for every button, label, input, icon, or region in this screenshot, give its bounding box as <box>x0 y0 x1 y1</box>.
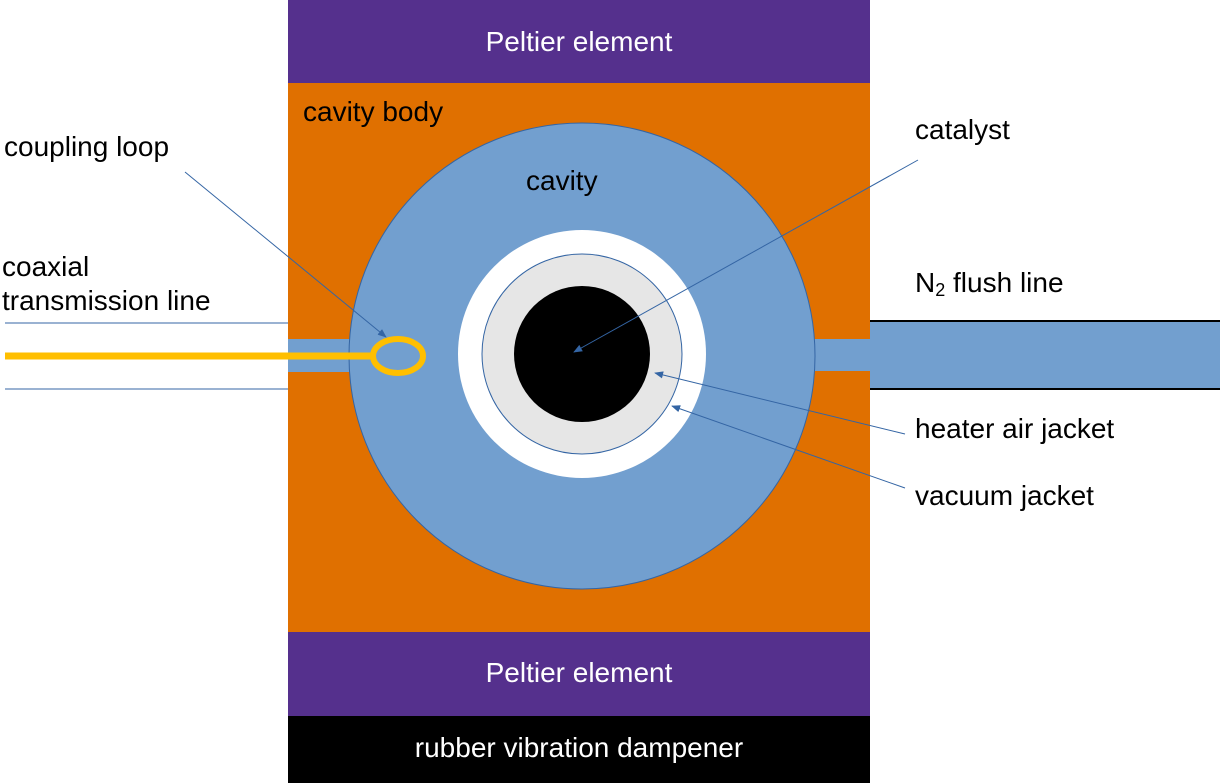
label-heater-air-jacket: heater air jacket <box>915 413 1115 444</box>
label-n2-subscript: 2 <box>935 280 946 300</box>
label-peltier-top: Peltier element <box>485 26 673 57</box>
leader-coupling-loop <box>184 171 387 338</box>
label-peltier-bottom: Peltier element <box>485 657 673 688</box>
label-catalyst: catalyst <box>915 114 1010 145</box>
leader-catalyst <box>573 159 919 353</box>
peltier-element-bottom <box>288 632 870 716</box>
peltier-element-top <box>288 0 870 83</box>
label-coaxial-line-2: transmission line <box>2 285 211 316</box>
label-cavity: cavity <box>526 165 598 196</box>
n2-flush-line-channel <box>805 339 873 371</box>
rubber-vibration-dampener <box>288 716 870 783</box>
label-coupling-loop: coupling loop <box>4 131 170 162</box>
label-n2-prefix: N <box>915 267 936 298</box>
n2-flush-line-tube <box>870 321 1220 389</box>
label-coaxial-line-1: coaxial <box>2 251 90 282</box>
label-cavity-body: cavity body <box>303 96 444 127</box>
label-n2-flush-line: N2 flush line <box>915 266 1064 300</box>
label-n2-suffix: flush line <box>945 267 1064 298</box>
label-vacuum-jacket: vacuum jacket <box>915 480 1094 511</box>
catalyst <box>514 286 650 422</box>
label-rubber-vibration-dampener: rubber vibration dampener <box>414 732 744 763</box>
leader-heater-air-jacket <box>654 371 906 435</box>
leader-vacuum-jacket <box>671 405 906 489</box>
coupling-loop <box>370 336 426 376</box>
